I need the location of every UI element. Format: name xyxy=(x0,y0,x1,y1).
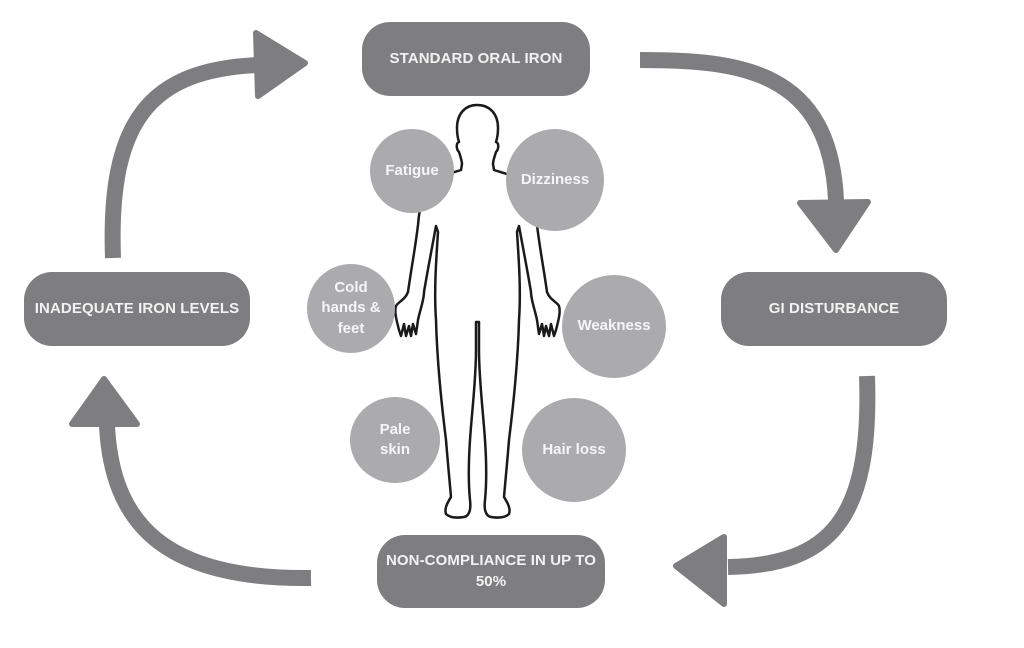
arrow-left-to-top xyxy=(104,57,259,259)
arrow-right-to-bottom xyxy=(727,375,876,575)
step-label: GI DISTURBANCE xyxy=(768,299,900,317)
symptom-label: Cold hands & feet xyxy=(321,279,381,337)
arrow-top-to-right xyxy=(639,52,844,201)
symptom-dizziness: Dizziness xyxy=(506,129,604,231)
arrowhead-down-icon xyxy=(797,199,871,253)
step-label: NON-COMPLIANCE IN UP TO 50% xyxy=(385,552,597,590)
arrowhead-left-icon xyxy=(673,534,727,607)
symptom-hair-loss: Hair loss xyxy=(522,398,626,502)
step-gi-disturbance: GI DISTURBANCE xyxy=(721,272,947,346)
symptom-label: Dizziness xyxy=(520,170,590,188)
symptom-label: Fatigue xyxy=(385,161,439,179)
step-standard-oral-iron: STANDARD ORAL IRON xyxy=(362,22,590,96)
symptom-label: Hair loss xyxy=(542,440,606,458)
symptom-cold-hands-feet: Cold hands & feet xyxy=(307,264,395,353)
step-inadequate-iron-levels: INADEQUATE IRON LEVELS xyxy=(24,272,250,346)
arrowhead-up-icon xyxy=(69,376,140,427)
symptom-pale-skin: Pale skin xyxy=(350,397,440,483)
symptom-label: Weakness xyxy=(577,317,651,335)
arrowhead-right-icon xyxy=(253,30,308,99)
step-label: STANDARD ORAL IRON xyxy=(389,49,563,67)
step-label: INADEQUATE IRON LEVELS xyxy=(34,299,240,317)
symptom-fatigue: Fatigue xyxy=(370,129,454,213)
symptom-weakness: Weakness xyxy=(562,275,666,378)
arrow-bottom-to-left xyxy=(99,425,312,587)
step-non-compliance: NON-COMPLIANCE IN UP TO 50% xyxy=(377,535,605,608)
symptom-label: Pale skin xyxy=(379,420,411,458)
